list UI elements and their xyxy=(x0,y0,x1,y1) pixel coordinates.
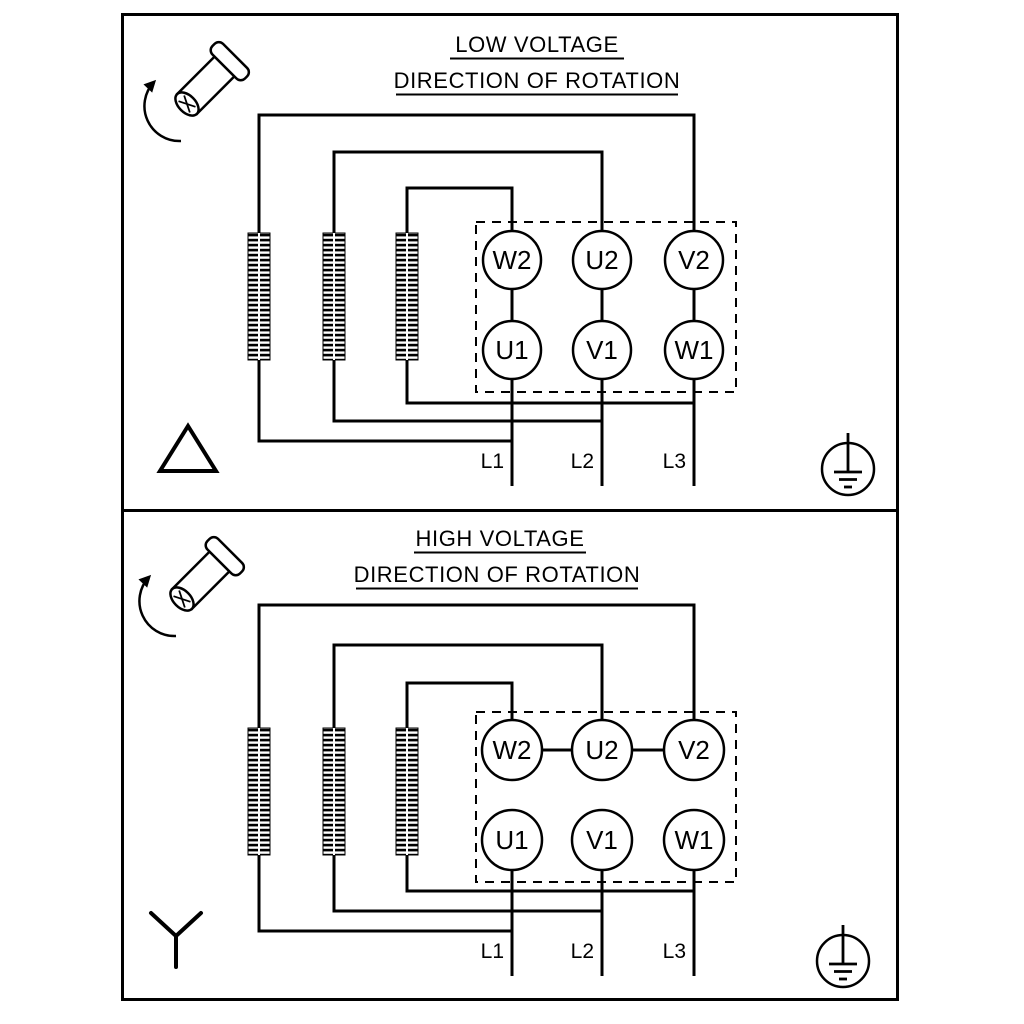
winding-coil-2 xyxy=(322,727,346,856)
terminal-u2-label: U2 xyxy=(585,735,618,765)
terminal-v1-label: V1 xyxy=(586,335,618,365)
winding-coil-3 xyxy=(395,727,419,856)
terminals-low-voltage: W2 U2 V2 U1 V1 W1 xyxy=(481,229,725,381)
terminal-board-outline xyxy=(475,711,737,883)
panel-subtitle: DIRECTION OF ROTATION xyxy=(394,68,681,93)
panel-low-voltage: LOW VOLTAGE DIRECTION OF ROTATION xyxy=(121,13,899,512)
delta-symbol xyxy=(156,422,220,473)
terminal-w2-label: W2 xyxy=(493,245,532,275)
line-label-l3: L3 xyxy=(663,450,686,473)
panel-subtitle: DIRECTION OF ROTATION xyxy=(354,562,641,587)
terminal-board-outline xyxy=(475,221,737,393)
terminal-w2 xyxy=(480,718,544,782)
terminal-w1 xyxy=(662,808,726,872)
panel-title: LOW VOLTAGE xyxy=(455,32,618,57)
panel-high-voltage: HIGH VOLTAGE DIRECTION OF ROTATION W xyxy=(121,509,899,1001)
earth-ground-icon xyxy=(815,923,871,989)
terminals-high-voltage: W2 U2 V2 U1 V1 W1 xyxy=(480,718,726,872)
terminal-v2 xyxy=(663,229,725,291)
terminal-v1 xyxy=(570,808,634,872)
earth-ground-icon xyxy=(820,431,876,497)
panel-title: HIGH VOLTAGE xyxy=(416,526,585,551)
line-label-l1: L1 xyxy=(481,940,504,963)
terminal-u2 xyxy=(571,229,633,291)
winding-coil-2 xyxy=(322,232,346,361)
line-label-l3: L3 xyxy=(663,940,686,963)
terminal-u1-label: U1 xyxy=(495,825,528,855)
terminal-w1-label: W1 xyxy=(675,335,714,365)
winding-coil-1 xyxy=(247,232,271,361)
terminal-u1 xyxy=(481,319,543,381)
terminal-u1-label: U1 xyxy=(495,335,528,365)
line-label-l2: L2 xyxy=(571,450,594,473)
terminal-u2 xyxy=(570,718,634,782)
terminal-w2 xyxy=(481,229,543,291)
line-label-l2: L2 xyxy=(571,940,594,963)
terminal-u1 xyxy=(480,808,544,872)
wiring-low-voltage xyxy=(257,113,696,486)
rotation-direction-icon xyxy=(144,40,251,141)
panel-border xyxy=(121,509,899,1001)
terminal-v1 xyxy=(571,319,633,381)
winding-coil-3 xyxy=(395,232,419,361)
terminal-u2-label: U2 xyxy=(585,245,618,275)
terminal-v2-label: V2 xyxy=(678,735,710,765)
terminal-w1-label: W1 xyxy=(675,825,714,855)
rotation-direction-icon xyxy=(139,535,246,636)
terminal-v2-label: V2 xyxy=(678,245,710,275)
wye-symbol xyxy=(149,911,203,969)
terminal-v2 xyxy=(662,718,726,782)
terminal-w2-label: W2 xyxy=(493,735,532,765)
line-label-l1: L1 xyxy=(481,450,504,473)
terminal-w1 xyxy=(663,319,725,381)
wiring-high-voltage xyxy=(257,603,696,976)
terminal-v1-label: V1 xyxy=(586,825,618,855)
winding-coil-1 xyxy=(247,727,271,856)
